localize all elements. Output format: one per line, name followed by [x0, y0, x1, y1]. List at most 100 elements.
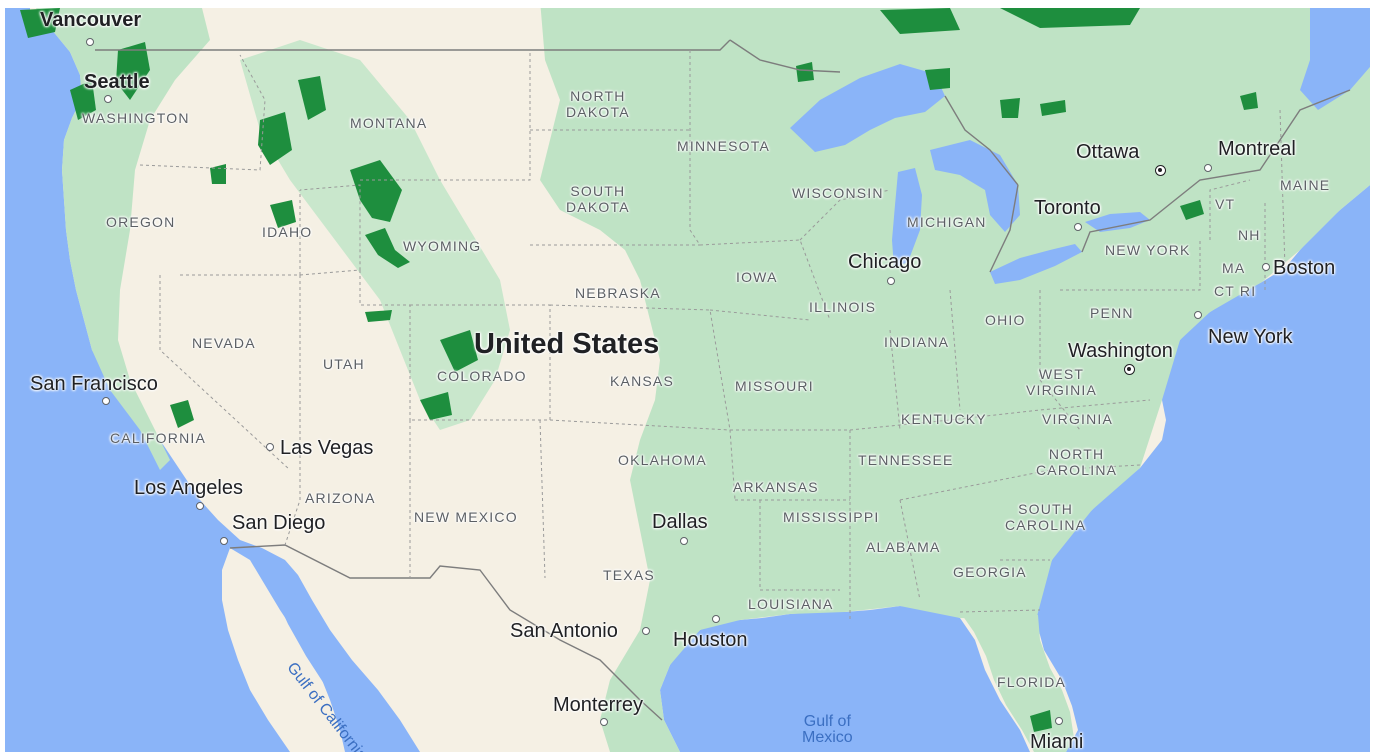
state-label-line: TEXAS [603, 567, 655, 583]
state-label-line: KENTUCKY [901, 411, 987, 427]
state-label-line: IOWA [736, 269, 778, 285]
state-label-ct-ri: CT RI [1214, 284, 1256, 298]
state-label-line: KANSAS [610, 373, 674, 389]
state-label-line: MINNESOTA [677, 138, 770, 154]
state-label-idaho: IDAHO [262, 225, 312, 239]
city-label-chicago[interactable]: Chicago [848, 251, 922, 273]
city-marker-seattle[interactable] [104, 95, 112, 103]
state-label-line: NEVADA [192, 335, 256, 351]
city-marker-houston[interactable] [712, 615, 720, 623]
city-label-ottawa[interactable]: Ottawa [1076, 141, 1140, 163]
state-label-montana: MONTANA [350, 116, 427, 130]
state-label-line: MISSISSIPPI [783, 509, 880, 525]
state-label-california: CALIFORNIA [110, 431, 206, 445]
state-label-ma: MA [1222, 261, 1245, 275]
gulf-of-california-water [272, 572, 410, 752]
vegetation-west [30, 0, 210, 470]
city-marker-boston[interactable] [1262, 263, 1270, 271]
state-label-line: NEW MEXICO [414, 509, 518, 525]
state-label-line: IDAHO [262, 224, 313, 240]
state-label-tennessee: TENNESSEE [858, 453, 954, 467]
city-marker-monterrey[interactable] [600, 718, 608, 726]
city-marker-las-vegas[interactable] [266, 443, 274, 451]
state-label-mississippi: MISSISSIPPI [783, 510, 879, 524]
forest-patches [20, 8, 1258, 732]
city-label-boston[interactable]: Boston [1273, 257, 1336, 279]
city-marker-miami[interactable] [1055, 717, 1063, 725]
city-label-miami[interactable]: Miami [1030, 731, 1084, 752]
state-borders [139, 50, 1286, 620]
country-borders [95, 39, 1351, 721]
state-label-line: ILLINOIS [809, 299, 877, 315]
city-label-monterrey[interactable]: Monterrey [553, 694, 644, 716]
state-label-line: CT RI [1214, 283, 1257, 299]
city-label-vancouver[interactable]: Vancouver [40, 9, 142, 31]
state-label-nevada: NEVADA [192, 336, 256, 350]
state-label-line: CAROLINA [1005, 517, 1087, 533]
state-label-line: ALABAMA [866, 539, 941, 555]
frame-right-edge [1370, 0, 1376, 752]
water-label-line: Mexico [802, 729, 853, 746]
city-marker-ottawa[interactable] [1155, 165, 1166, 176]
city-label-dallas[interactable]: Dallas [652, 511, 708, 533]
state-label-georgia: GEORGIA [953, 565, 1027, 579]
state-label-line: WASHINGTON [82, 110, 190, 126]
country-label: United States [474, 328, 660, 360]
city-label-new-york-city[interactable]: New York [1208, 326, 1293, 348]
state-label-line: MAINE [1280, 177, 1331, 193]
city-marker-los-angeles[interactable] [196, 502, 204, 510]
city-label-seattle[interactable]: Seattle [84, 71, 150, 93]
city-marker-washington-dc[interactable] [1124, 364, 1135, 375]
state-label-arizona: ARIZONA [305, 491, 376, 505]
state-label-line: SOUTH [570, 183, 626, 199]
state-label-minnesota: MINNESOTA [677, 139, 770, 153]
state-label-line: ARIZONA [305, 490, 376, 506]
city-marker-san-antonio[interactable] [642, 627, 650, 635]
city-label-los-angeles[interactable]: Los Angeles [134, 477, 243, 499]
state-label-arkansas: ARKANSAS [733, 480, 819, 494]
city-marker-new-york-city[interactable] [1194, 311, 1202, 319]
lake-superior [790, 64, 945, 152]
state-label-kentucky: KENTUCKY [901, 412, 987, 426]
state-label-louisiana: LOUISIANA [748, 597, 834, 611]
state-label-illinois: ILLINOIS [809, 300, 876, 314]
state-label-line: CALIFORNIA [110, 430, 207, 446]
state-label-nebraska: NEBRASKA [575, 286, 661, 300]
city-marker-san-diego[interactable] [220, 537, 228, 545]
city-label-san-antonio[interactable]: San Antonio [510, 620, 618, 642]
state-label-utah: UTAH [323, 357, 365, 371]
baja-peninsula [222, 548, 345, 752]
state-label-line: WYOMING [403, 238, 482, 254]
city-marker-chicago[interactable] [887, 277, 895, 285]
state-label-line: OHIO [985, 312, 1026, 328]
city-marker-san-francisco[interactable] [102, 397, 110, 405]
state-label-new-mexico: NEW MEXICO [414, 510, 518, 524]
state-label-line: LOUISIANA [748, 596, 834, 612]
city-marker-toronto[interactable] [1074, 223, 1082, 231]
city-marker-vancouver[interactable] [86, 38, 94, 46]
state-label-wisconsin: WISCONSIN [792, 186, 884, 200]
state-label-line: NH [1238, 227, 1261, 243]
city-marker-montreal[interactable] [1204, 164, 1212, 172]
state-label-line: PENN [1090, 305, 1134, 321]
city-label-houston[interactable]: Houston [673, 629, 748, 651]
state-label-line: MICHIGAN [907, 214, 987, 230]
state-label-kansas: KANSAS [610, 374, 674, 388]
city-label-toronto[interactable]: Toronto [1034, 197, 1101, 219]
state-label-line: SOUTH [1018, 501, 1074, 517]
state-label-iowa: IOWA [736, 270, 778, 284]
state-label-line: VT [1215, 196, 1236, 212]
lake-erie [990, 244, 1082, 284]
state-label-ohio: OHIO [985, 313, 1026, 327]
city-marker-dallas[interactable] [680, 537, 688, 545]
city-label-montreal[interactable]: Montreal [1218, 138, 1296, 160]
city-label-san-francisco[interactable]: San Francisco [30, 373, 158, 395]
city-label-washington-dc[interactable]: Washington [1068, 340, 1173, 362]
state-label-line: MISSOURI [735, 378, 814, 394]
state-label-penn: PENN [1090, 306, 1134, 320]
city-label-san-diego[interactable]: San Diego [232, 512, 326, 534]
city-label-las-vegas[interactable]: Las Vegas [280, 437, 374, 459]
